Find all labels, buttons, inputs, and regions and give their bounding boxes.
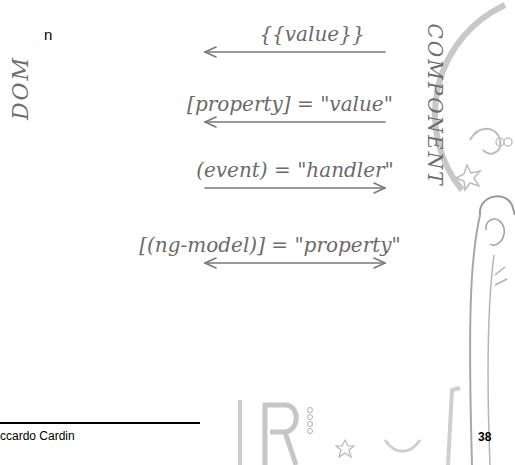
layer-box: COMPONENT <box>385 15 460 300</box>
binding-label: (event) = "handler" <box>194 159 396 181</box>
bead <box>308 408 313 413</box>
bar <box>238 400 242 465</box>
binding-label: [(ng-model)] = "property" <box>137 234 403 256</box>
binding-arrow <box>205 183 385 193</box>
binding-label: [property] = "value" <box>185 93 395 115</box>
ornament <box>504 138 512 146</box>
author-footer: ccardo Cardin <box>0 429 75 443</box>
figure-face <box>486 219 504 245</box>
bead <box>308 415 313 420</box>
binding-arrow <box>205 117 385 127</box>
figure-hands <box>495 267 507 285</box>
bead <box>308 422 313 427</box>
panel-edge <box>448 388 460 465</box>
binding-arrow <box>205 47 385 57</box>
letter-shape <box>265 405 296 465</box>
bead <box>308 429 313 434</box>
binding-label: {{value}} <box>257 23 366 45</box>
figure-mantle <box>470 215 480 465</box>
star <box>336 440 354 457</box>
heading-fragment: n <box>44 26 52 43</box>
arc <box>385 440 420 451</box>
ornament <box>496 138 504 146</box>
figure-veil <box>480 196 515 215</box>
page-number: 38 <box>478 430 491 444</box>
layer-box: DOM <box>0 20 205 300</box>
footer-rule <box>0 422 200 424</box>
layer-name: COMPONENT <box>423 24 447 187</box>
star <box>456 165 480 190</box>
layer-name: DOM <box>8 56 33 120</box>
binding-arrow <box>205 258 385 268</box>
